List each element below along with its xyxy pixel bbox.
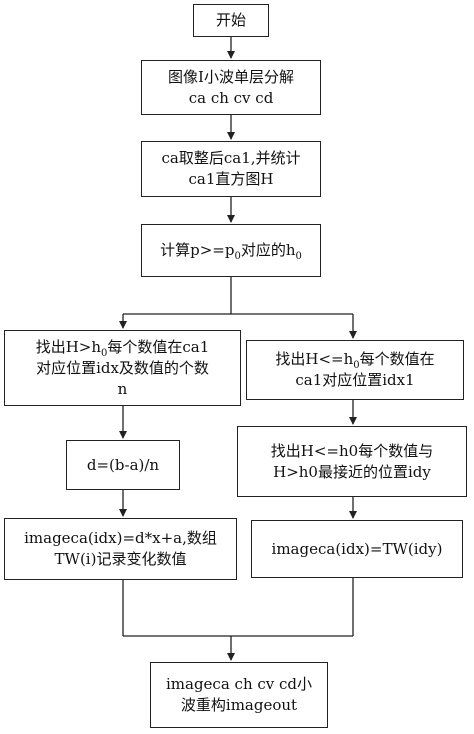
- right2-box: 找出H<=h0每个数值与 H>h0最接近的位置idy: [237, 426, 467, 497]
- step1-box: 图像I小波单层分解 ca ch cv cd: [141, 60, 321, 115]
- right1-box: 找出H<=h0每个数值在 ca1对应位置idx1: [246, 340, 464, 400]
- left1-line1: 找出H>h0每个数值在ca1: [35, 337, 210, 359]
- right2-line1: 找出H<=h0每个数值与: [270, 441, 434, 460]
- end-box: imageca ch cv cd小 波重构imageout: [150, 662, 328, 728]
- step2-box: ca取整后ca1,并统计 ca1直方图H: [141, 141, 321, 197]
- step3-box: 计算p>=p0对应的h0: [141, 224, 321, 277]
- left1-line2: 对应位置idx及数值的个数: [36, 358, 209, 377]
- end-line1: imageca ch cv cd小: [165, 675, 313, 693]
- left3-line1: imageca(idx)=d*x+a,数组: [24, 529, 217, 547]
- right1-line2: ca1对应位置idx1: [295, 371, 415, 389]
- right3-line: imageca(idx)=TW(idy): [271, 539, 443, 558]
- step2-line2: ca1直方图H: [188, 170, 274, 188]
- end-line2: 波重构imageout: [180, 696, 298, 714]
- left3-line2: TW(i)记录变化数值: [54, 550, 187, 568]
- left2-box: d=(b-a)/n: [66, 440, 180, 490]
- step3-line: 计算p>=p0对应的h0: [160, 241, 302, 262]
- start-label: 开始: [215, 11, 246, 29]
- right3-box: imageca(idx)=TW(idy): [251, 520, 463, 578]
- step2-line1: ca取整后ca1,并统计: [161, 149, 301, 167]
- right1-line1: 找出H<=h0每个数值在: [275, 350, 435, 371]
- left1-box: 找出H>h0每个数值在ca1 对应位置idx及数值的个数 n: [4, 330, 241, 406]
- right2-line2: H>h0最接近的位置idy: [273, 462, 431, 481]
- left2-line: d=(b-a)/n: [86, 455, 160, 474]
- left3-box: imageca(idx)=d*x+a,数组 TW(i)记录变化数值: [4, 518, 237, 580]
- start-box: 开始: [193, 4, 269, 37]
- step1-line2: ca ch cv cd: [188, 88, 274, 107]
- left1-line3: n: [117, 379, 128, 398]
- step1-line1: 图像I小波单层分解: [168, 67, 294, 86]
